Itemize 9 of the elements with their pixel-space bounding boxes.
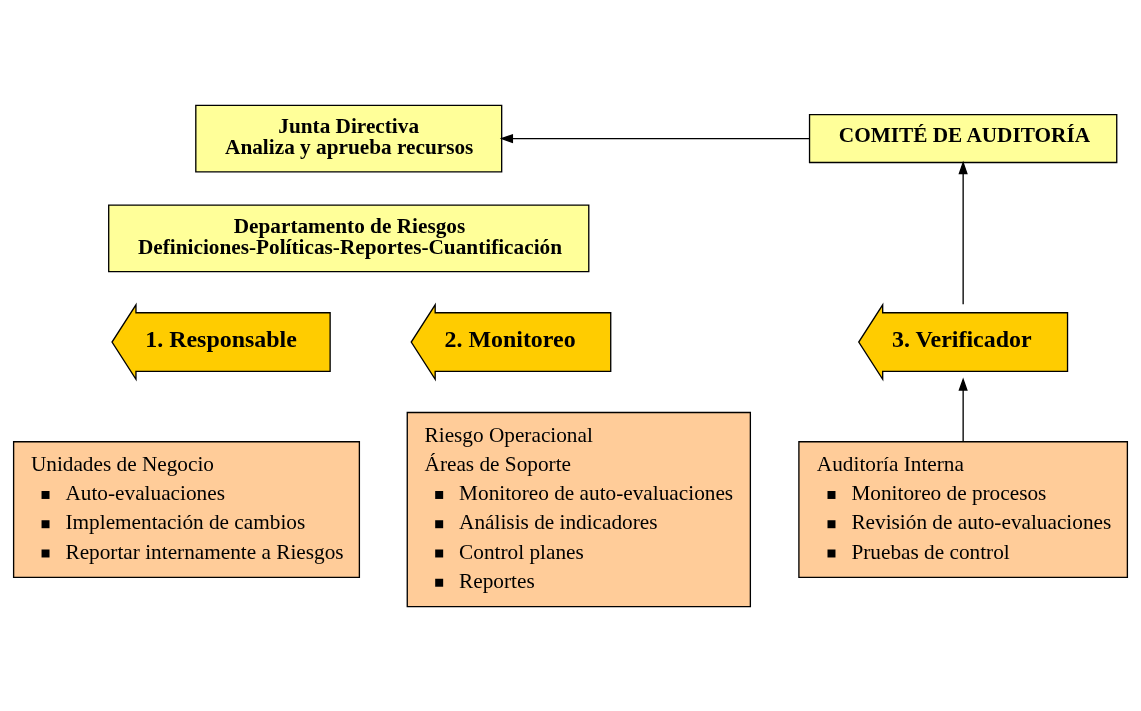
node-box: Departamento de Riesgos Definiciones-Políticas-Reportes-Cuantificación <box>108 203 590 272</box>
node-box: Unidades de Negocio Auto-evaluaciones Implementación de cambios Reportar internamente a Riesgos <box>12 440 361 578</box>
arrow <box>958 160 968 305</box>
node-box: Riesgo Operacional Áreas de Soporte Monitoreo de auto-evaluaciones Análisis de indicadores Control planes Reportes <box>406 411 752 607</box>
arrow <box>958 376 968 442</box>
arrow <box>499 133 811 143</box>
node-box: Auditoría Interna Monitoreo de procesos Revisión de auto-evaluaciones Pruebas de control <box>798 440 1129 578</box>
node-box: Junta Directiva Analiza y aprueba recursos <box>195 104 503 172</box>
node-box: COMITÉ DE AUDITORÍA <box>808 113 1118 163</box>
